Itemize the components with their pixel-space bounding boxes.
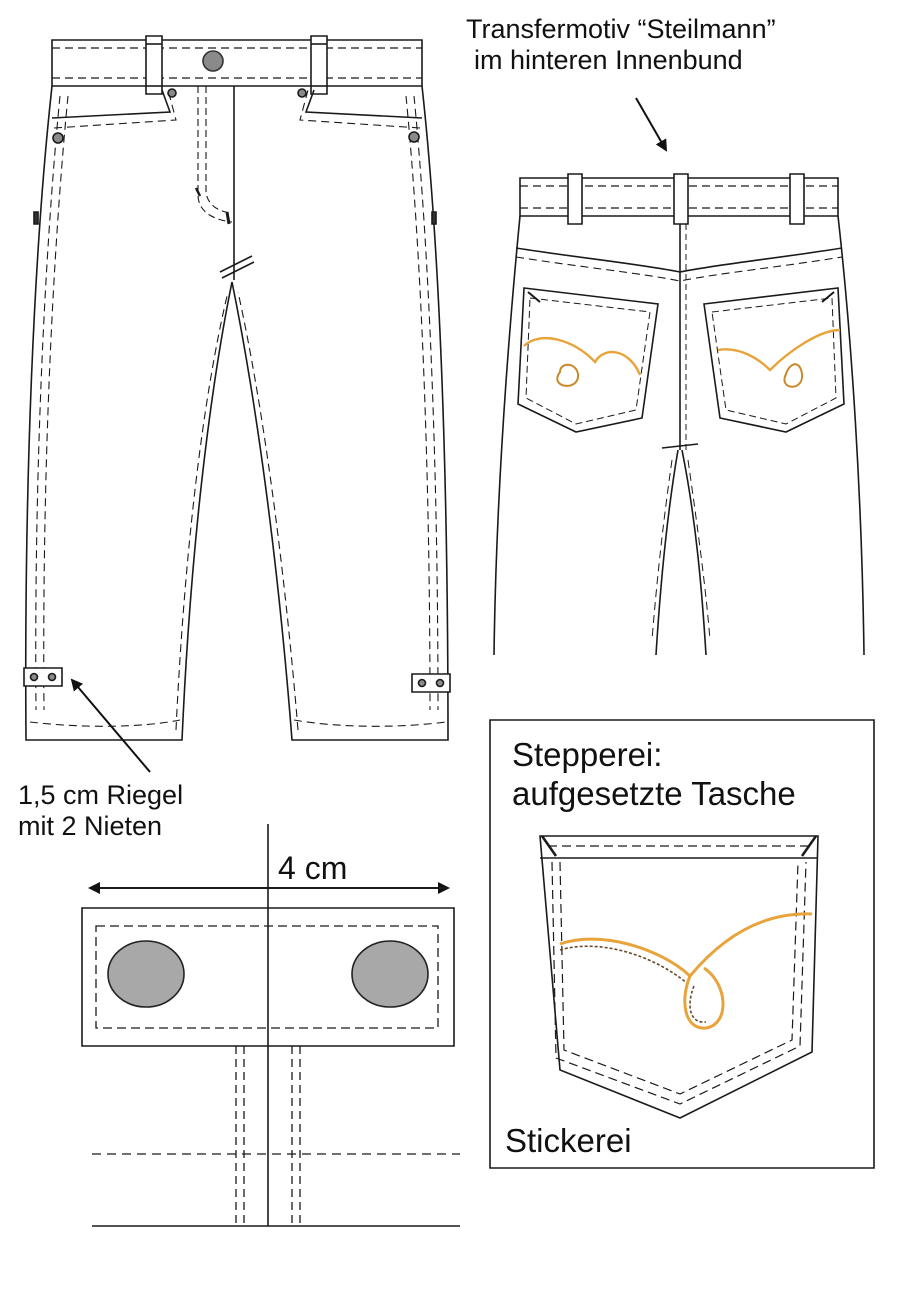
back-pocket-left (518, 288, 658, 432)
front-view (24, 36, 450, 740)
rivet-icon (298, 89, 306, 97)
back-view (494, 174, 864, 655)
riegel-callout: 1,5 cm Riegel mit 2 Nieten (18, 780, 183, 842)
rivet-icon (108, 941, 184, 1007)
dimension-label: 4 cm (278, 850, 348, 886)
embroidery-label: Stickerei (505, 1122, 632, 1159)
box-title-line-2: aufgesetzte Tasche (512, 774, 796, 812)
button-icon (203, 51, 223, 71)
belt-loop (674, 174, 688, 224)
riegel-detail (82, 824, 460, 1226)
arrow-icon (70, 678, 150, 772)
back-pocket-right (704, 288, 844, 432)
pocket-box-title: Stepperei: aufgesetzte Tasche (512, 736, 796, 814)
front-waistband (52, 40, 422, 86)
belt-loop (311, 36, 327, 94)
riegel-tab-right (412, 674, 450, 692)
riegel-line-2: mit 2 Nieten (18, 811, 163, 842)
transfer-line-2: im hinteren Innenbund (474, 45, 743, 76)
riegel-line-1: 1,5 cm Riegel (18, 780, 184, 810)
belt-loop (568, 174, 582, 224)
rivet-icon (168, 89, 176, 97)
belt-loop (790, 174, 804, 224)
box-title-line-1: Stepperei: (512, 736, 663, 773)
front-outline (26, 86, 448, 740)
pocket-detail-box (490, 720, 874, 1168)
transfer-line-1: Transfermotiv “Steilmann” (466, 14, 776, 44)
rivet-icon (53, 133, 63, 143)
riegel-tab-left (24, 668, 62, 686)
belt-loop (146, 36, 162, 94)
rivet-icon (352, 941, 428, 1007)
transfer-motif-callout: Transfermotiv “Steilmann” im hinteren In… (466, 14, 776, 76)
rivet-icon (409, 132, 419, 142)
arrow-icon (636, 98, 667, 152)
